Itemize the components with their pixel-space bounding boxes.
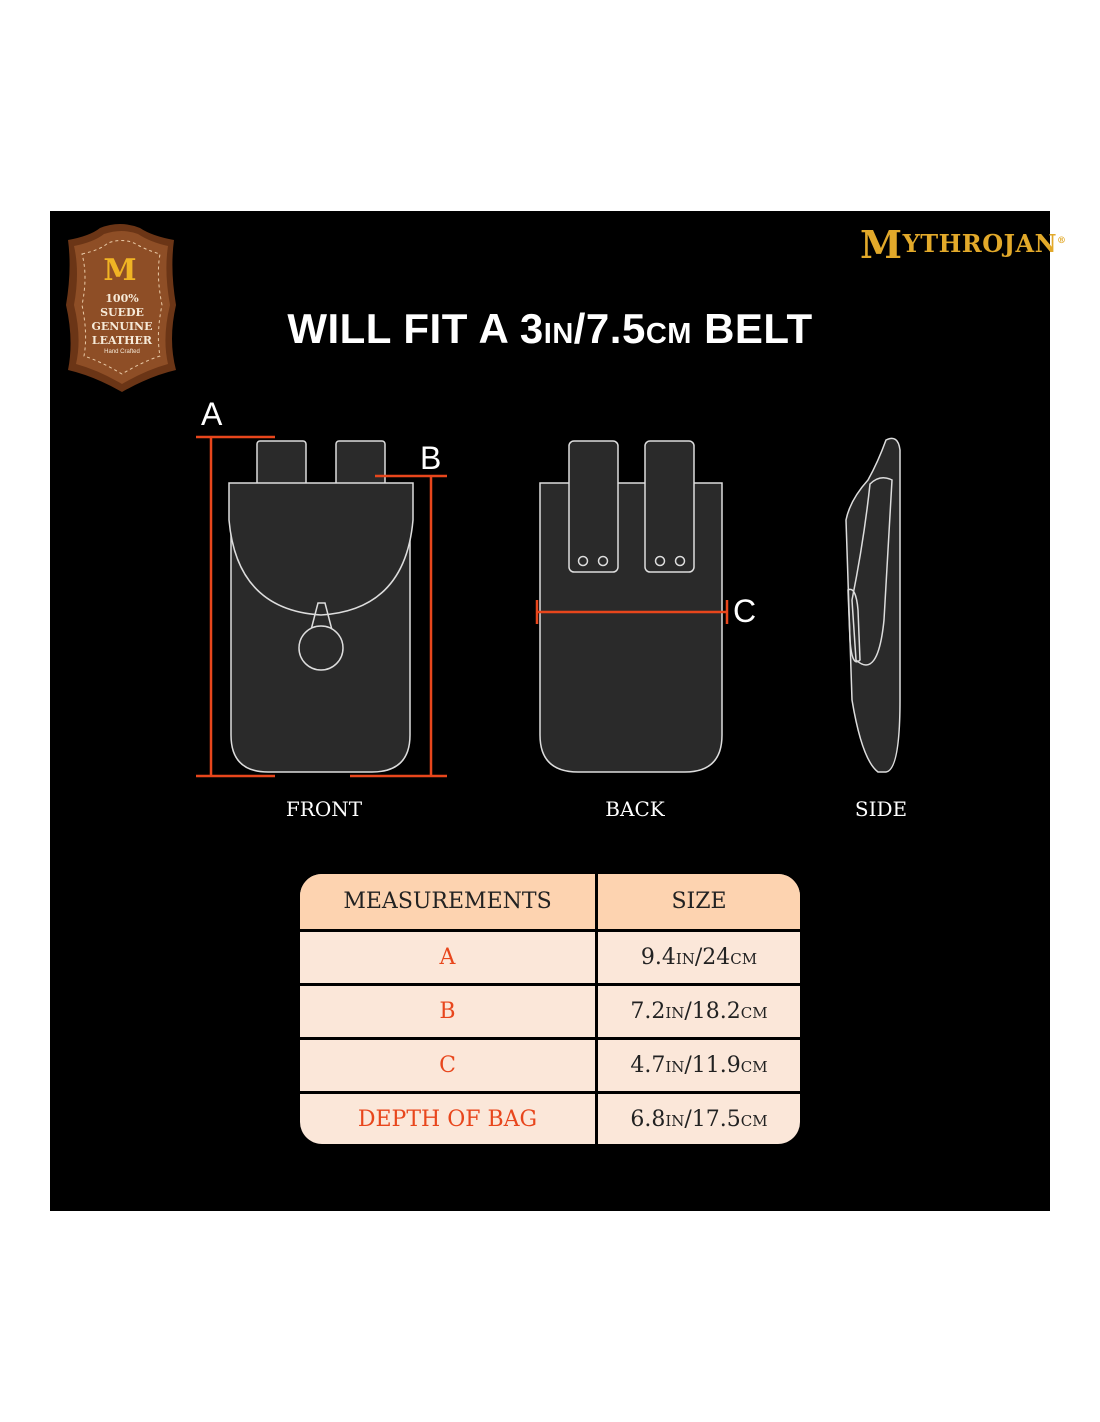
back-view [535,440,729,773]
table-row: A 9.4in/24cm [300,932,800,983]
dimension-c-line [535,600,729,624]
badge-logo-m: M [103,253,136,288]
header-measurements: MEASUREMENTS [343,889,552,914]
dimension-b-line [350,474,447,778]
logo-initial: M [860,222,903,267]
table-row: C 4.7in/11.9cm [300,1040,800,1091]
size-cell: 7.2in/18.2cm [630,999,768,1024]
column-divider [595,874,598,1144]
front-view [196,435,447,778]
badge-line: GENUINE [91,320,153,333]
view-label-side: SIDE [854,797,908,821]
badge-subtitle: Hand Crafted [104,349,140,355]
size-cell: 4.7in/11.9cm [630,1053,768,1078]
badge-line: LEATHER [91,334,153,347]
table-row: B 7.2in/18.2cm [300,986,800,1037]
label-c: C [733,593,757,629]
measurements-table: MEASUREMENTS SIZE A 9.4in/24cm B 7.2in/1… [300,874,800,1144]
measurement-cell: DEPTH OF BAG [357,1106,538,1132]
label-b: B [420,440,442,476]
view-label-back: BACK [605,797,665,821]
button-icon [298,625,344,671]
table-row: DEPTH OF BAG 6.8in/17.5cm [300,1094,800,1144]
side-view [845,437,901,773]
label-a: A [201,396,223,432]
header-size: SIZE [671,889,727,914]
measurement-cell: A [439,945,456,970]
size-cell: 6.8in/17.5cm [630,1106,768,1132]
view-label-front: FRONT [285,797,363,821]
registered-mark: ® [1057,236,1067,246]
measurement-cell: B [439,999,456,1024]
table-header: MEASUREMENTS SIZE [300,874,800,929]
badge-line: 100% [105,292,139,305]
logo-text: YTHROJAN [902,229,1058,258]
mythrojan-logo: MYTHROJAN® [860,222,1067,267]
badge-text: 100% SUEDE GENUINE LEATHER Hand Crafted [72,292,172,356]
badge-line: SUEDE [100,306,144,319]
measurement-cell: C [439,1053,456,1078]
size-cell: 9.4in/24cm [640,945,758,970]
leather-badge-icon: M [66,224,176,392]
page-title: WILL FIT A 3in/7.5cm BELT [287,305,813,352]
dimension-a-line [196,435,275,778]
